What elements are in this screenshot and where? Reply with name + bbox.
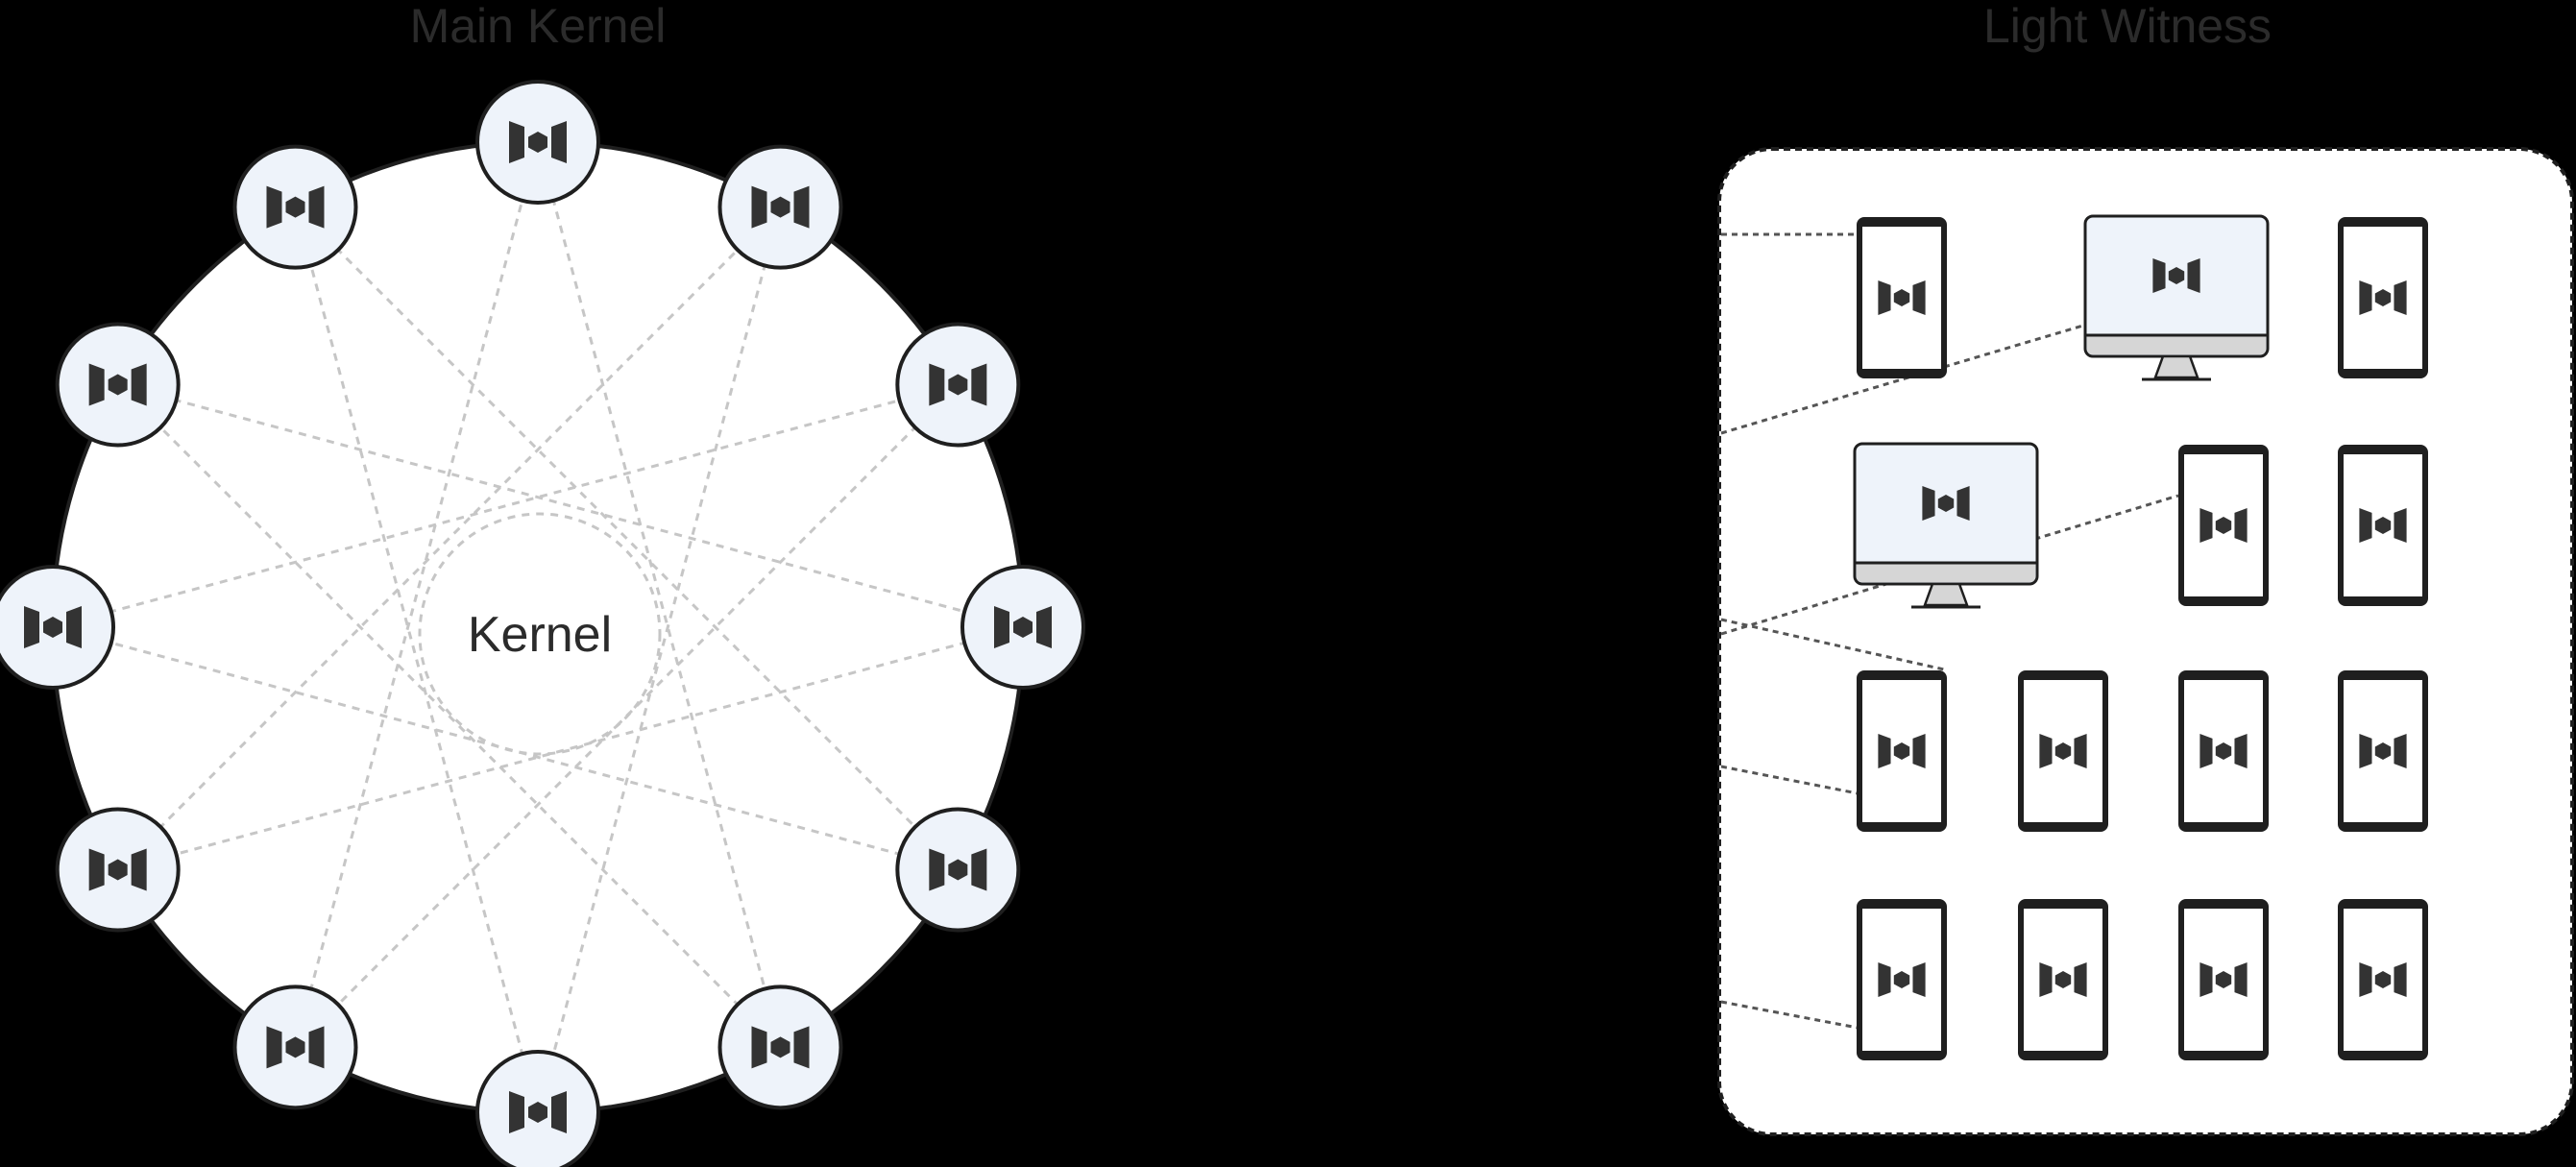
connector-lines (1720, 232, 2179, 1030)
mesh-line (52, 383, 959, 629)
kernel-node (717, 985, 843, 1110)
kernel-node (55, 322, 181, 448)
mesh-line (294, 207, 540, 1113)
kernel-node (960, 565, 1085, 690)
mesh-line (294, 206, 960, 871)
phone-device (2338, 670, 2428, 832)
phone-device (2338, 445, 2428, 606)
kernel-node (717, 144, 843, 270)
mesh-line (116, 206, 782, 871)
monitor-stand (2153, 354, 2199, 379)
kernel-node (475, 80, 600, 205)
kernel-node (55, 807, 181, 933)
light-witness-heading: Light Witness (1983, 0, 2272, 53)
mesh-line (294, 141, 540, 1048)
mesh-line (117, 625, 1024, 871)
phone-device (2338, 217, 2428, 378)
main-kernel-heading: Main Kernel (410, 0, 667, 53)
kernel-center-label: Kernel (468, 607, 612, 663)
light-witness-diagram (1717, 147, 2574, 1136)
monitor-device (2083, 214, 2270, 381)
mesh-line (117, 383, 1024, 629)
phone-device (2338, 899, 2428, 1060)
connector-line (1720, 618, 1945, 671)
kernel-node (475, 1050, 600, 1167)
mesh-line (536, 207, 782, 1113)
connector-line (1720, 1000, 1859, 1030)
phone-device (1857, 217, 1947, 378)
kernel-nodes (0, 80, 1085, 1167)
kernel-center-circle (418, 512, 662, 756)
phone-device (2018, 670, 2108, 832)
monitor-chin (2087, 335, 2266, 354)
phone-device (1857, 899, 1947, 1060)
connector-line (1720, 323, 2087, 435)
phone-device (2178, 670, 2269, 832)
phone-device (2018, 899, 2108, 1060)
kernel-node (232, 985, 358, 1110)
mesh-line (536, 141, 782, 1048)
kernel-node (0, 565, 115, 690)
main-kernel-diagram: Kernel (0, 80, 1085, 1167)
phone-device (2178, 445, 2269, 606)
phone-device (2178, 899, 2269, 1060)
light-witness-container (1717, 147, 2574, 1136)
monitor-stand (1923, 582, 1969, 607)
monitor-device (1853, 442, 2039, 609)
light-witness-devices (1853, 214, 2428, 1060)
connector-line (1720, 765, 1859, 795)
kernel-node (895, 322, 1021, 448)
phone-device (1857, 670, 1947, 832)
mesh-line (116, 383, 782, 1049)
monitor-chin (1857, 563, 2035, 582)
kernel-node (895, 807, 1021, 933)
connector-line (1720, 494, 2179, 636)
kernel-node (232, 144, 358, 270)
